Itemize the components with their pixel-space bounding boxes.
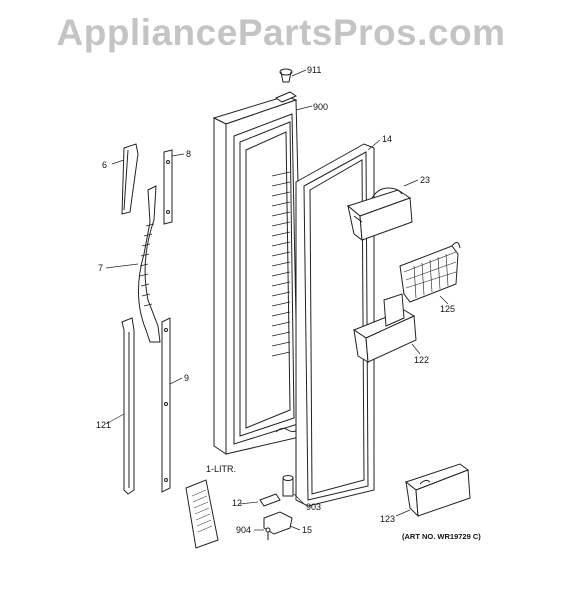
callout-1-litr: 1-LITR. xyxy=(206,464,237,474)
part-8-bracket xyxy=(163,149,173,225)
callout-121: 121 xyxy=(96,420,112,430)
part-122-bracket xyxy=(352,293,417,363)
callout-6: 6 xyxy=(102,160,108,170)
callout-23: 23 xyxy=(420,175,431,185)
callout-9: 9 xyxy=(184,373,190,383)
callout-15: 15 xyxy=(302,525,313,535)
part-15-hinge xyxy=(263,511,293,535)
callout-904: 904 xyxy=(236,525,252,535)
leader-lines xyxy=(105,69,449,531)
part-904-screw xyxy=(265,527,271,540)
callout-14: 14 xyxy=(382,134,393,144)
art-number: (ART NO. WR19729 C) xyxy=(402,532,481,541)
callout-123: 123 xyxy=(380,514,396,524)
watermark: AppliancePartsPros.com xyxy=(56,12,506,53)
part-7-handle xyxy=(137,185,161,343)
callout-903: 903 xyxy=(306,502,322,512)
part-903-cylinder xyxy=(282,475,294,497)
part-121-trim xyxy=(121,317,135,495)
part-9-bracket xyxy=(161,317,171,493)
literature-booklet xyxy=(185,479,219,549)
door-gasket xyxy=(295,143,375,507)
part-125-basket xyxy=(399,242,461,303)
callout-122: 122 xyxy=(414,355,430,365)
door-assembly xyxy=(212,91,305,455)
part-23-bin xyxy=(346,187,413,242)
part-6-trim xyxy=(121,143,139,215)
part-911-cap xyxy=(279,68,293,83)
callout-125: 125 xyxy=(440,304,456,314)
callout-8: 8 xyxy=(186,149,192,159)
callout-911: 911 xyxy=(307,65,322,75)
callout-7: 7 xyxy=(98,263,104,273)
part-12-clip xyxy=(259,493,281,507)
callout-12: 12 xyxy=(232,498,243,508)
callout-900: 900 xyxy=(313,102,329,112)
part-123-bin xyxy=(404,463,471,518)
